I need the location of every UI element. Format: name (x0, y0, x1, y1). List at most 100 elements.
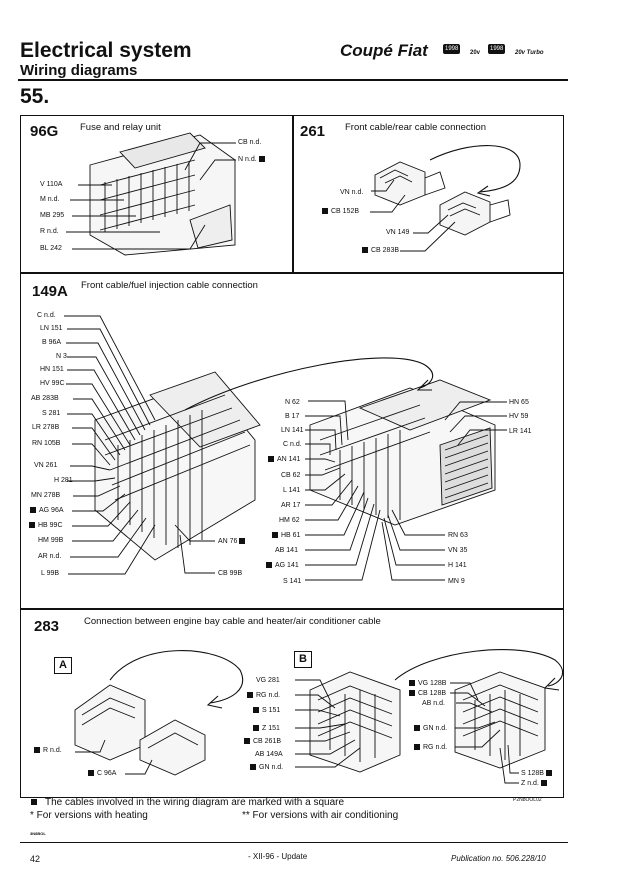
publication-number: Publication no. 506.228/10 (451, 854, 546, 863)
label-283-b-right: Z n.d. (521, 780, 550, 787)
label-283-a: C 96A (88, 770, 116, 777)
label-149a-mid: S 141 (283, 578, 302, 585)
label-283-b-right: CB 128B (409, 690, 446, 697)
label-149a-right: HN 65 (509, 399, 529, 406)
page-number: 42 (30, 854, 41, 864)
label-149a-bottom: AN 76 (218, 538, 248, 545)
label-149a-bottom: CB 99B (218, 570, 243, 577)
label-283-b-right: RG n.d. (414, 744, 447, 751)
brand-name: Coupé Fiat (340, 41, 428, 60)
label-261: VN 149 (386, 229, 410, 236)
label-149a-left: AR n.d. (38, 553, 62, 560)
label-261: CB 152B (322, 208, 359, 215)
label-149a-right: HV 59 (509, 413, 529, 420)
label-283-b-right: S 128B (521, 770, 555, 777)
label-149a-mid: C n.d. (283, 441, 302, 448)
variant-2: 20v Turbo (515, 50, 544, 56)
label-149a-left: C n.d. (37, 312, 56, 319)
header-rule (18, 79, 568, 81)
label-149a-left: B 96A (42, 339, 62, 346)
page-subtitle: Wiring diagrams (20, 62, 138, 79)
divider-vertical (292, 115, 294, 273)
label-283-b: AB 149A (255, 751, 283, 758)
label-149a-right: RN 63 (448, 532, 468, 539)
section-261-title: Front cable/rear cable connection (345, 122, 486, 133)
label-149a-left: LN 151 (40, 325, 63, 332)
label-149a-mid: AR 17 (281, 502, 301, 509)
label-96g: M n.d. (40, 196, 60, 203)
section-149a-code: 149A (32, 283, 68, 300)
connector-283a-drawing (74, 650, 244, 776)
label-96g: BL 242 (40, 245, 62, 252)
year-badge-2: 1998 (488, 44, 506, 54)
label-149a-left: RN 105B (32, 440, 61, 447)
connector-149a-right-drawing (309, 379, 496, 526)
variant-1: 20v (470, 50, 481, 56)
label-261: VN n.d. (340, 189, 364, 196)
leaders-283b (295, 679, 519, 784)
label-149a-left: AB 283B (31, 395, 59, 402)
label-149a-left: S 281 (42, 410, 61, 417)
label-149a-left: HV 99C (40, 380, 65, 387)
section-283-code: 283 (34, 618, 60, 635)
footnote-square: The cables involved in the wiring diagra… (31, 798, 344, 808)
label-149a-left: HB 99C (29, 522, 63, 529)
label-149a-left: HN 151 (40, 366, 64, 373)
leaders-149a-right (381, 401, 507, 581)
label-283-b: RG n.d. (247, 692, 280, 699)
label-149a-mid: HM 62 (279, 517, 300, 524)
leaders-96g (66, 142, 236, 250)
label-283-b: Z 151 (253, 725, 280, 732)
label-96g: N n.d. (238, 156, 268, 163)
connector-283b-right-drawing (394, 649, 564, 769)
label-283-b: S 151 (253, 707, 280, 714)
section-96g-title: Fuse and relay unit (80, 122, 161, 133)
section-number: 55. (20, 85, 50, 108)
label-283-b-right: GN n.d. (414, 725, 447, 732)
label-96g: R n.d. (40, 228, 59, 235)
label-283-b-right: VG 128B (409, 680, 446, 687)
page-title: Electrical system (20, 39, 192, 62)
figure-reference: P2N8OOL02 (513, 797, 542, 803)
label-261: CB 283B (362, 247, 399, 254)
box-b-label: B (294, 651, 312, 668)
section-283-title: Connection between engine bay cable and … (84, 616, 381, 627)
cable-marker-square (30, 507, 36, 514)
label-149a-left: L 99B (41, 570, 60, 577)
label-96g: MB 295 (40, 212, 65, 219)
label-149a-mid: LN 141 (281, 427, 304, 434)
update-note: - XII-96 - Update (248, 852, 308, 861)
label-149a-mid: AN 141 (268, 456, 300, 463)
footer-code: 3N8BOL (30, 831, 46, 836)
label-149a-mid: B 17 (285, 413, 300, 420)
leaders-149a-mid (305, 400, 381, 581)
label-149a-right: H 141 (448, 562, 467, 569)
connector-261-drawing (370, 145, 521, 252)
label-149a-right: VN 35 (448, 547, 468, 554)
label-283-b: VG 281 (256, 677, 280, 684)
label-149a-left: VN 261 (34, 462, 58, 469)
section-261-code: 261 (300, 123, 326, 140)
label-96g: CB n.d. (238, 139, 262, 146)
label-283-a: R n.d. (34, 747, 62, 754)
section-96g-code: 96G (30, 123, 59, 140)
label-283-b: GN n.d. (250, 764, 283, 771)
label-149a-left: H 281 (54, 477, 73, 484)
label-149a-mid: N 62 (285, 399, 300, 406)
label-149a-mid: AB 141 (275, 547, 298, 554)
label-149a-mid: L 141 (283, 487, 301, 494)
label-149a-left: HM 99B (38, 537, 64, 544)
divider-2 (20, 608, 564, 610)
cable-marker-square (29, 522, 35, 529)
label-283-b: CB 261B (244, 738, 281, 745)
label-149a-left: MN 278B (31, 492, 61, 499)
label-96g: V 110A (40, 181, 63, 188)
label-149a-mid: HB 61 (272, 532, 300, 539)
year-badge-1: 1998 (443, 44, 461, 54)
label-149a-right: MN 9 (448, 578, 465, 585)
label-149a-left: AG 96A (30, 507, 64, 514)
footnote-ac: ** For versions with air conditioning (242, 810, 399, 821)
section-149a-title: Front cable/fuel injection cable connect… (81, 280, 258, 291)
label-283-b-right: AB n.d. (422, 700, 445, 707)
